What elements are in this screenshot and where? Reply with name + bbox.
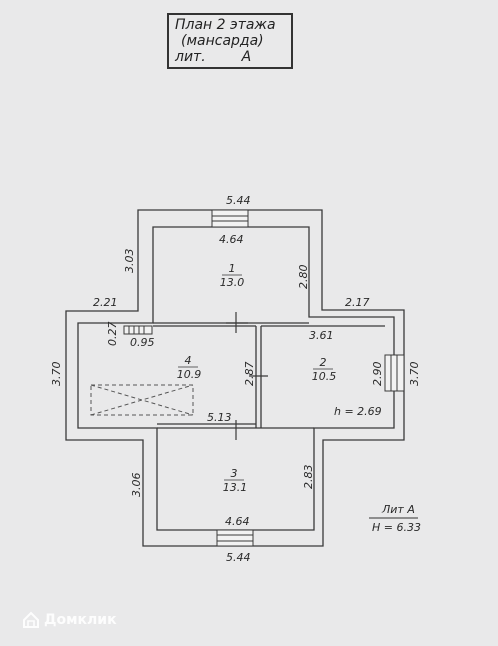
inner-wall bbox=[77, 226, 395, 531]
dim-room1-left-height: 3.03 bbox=[123, 249, 136, 274]
lit-label: лит. bbox=[175, 49, 206, 65]
dim-room3-right-height: 2.83 bbox=[302, 465, 315, 490]
room3-number: 3 bbox=[231, 467, 238, 480]
dim-right-wing-height: 3.70 bbox=[408, 362, 421, 387]
watermark: Домклик bbox=[22, 610, 117, 630]
watermark-text: Домклик bbox=[44, 612, 117, 628]
lit-letter: А bbox=[241, 49, 252, 65]
dim-left-setback: 2.21 bbox=[93, 296, 118, 309]
room3-area: 13.1 bbox=[223, 481, 248, 494]
dim-bottom-width: 5.44 bbox=[226, 551, 251, 564]
room1-area: 13.0 bbox=[220, 276, 245, 289]
plan-title-box: План 2 этажа (мансарда) лит. А bbox=[167, 13, 293, 69]
window-top bbox=[211, 209, 249, 228]
window-bottom bbox=[216, 529, 254, 547]
room2-height-note: h = 2.69 bbox=[334, 405, 382, 418]
dashed-attic-area bbox=[90, 384, 194, 416]
stair-vent bbox=[123, 325, 153, 335]
dim-room1-width: 4.64 bbox=[219, 233, 244, 246]
plan-title-line3: лит. А bbox=[175, 49, 287, 65]
dim-left-small2: 0.95 bbox=[130, 336, 155, 349]
room4-number: 4 bbox=[185, 354, 192, 367]
dim-top-width: 5.44 bbox=[226, 194, 251, 207]
stamp-lit: Лит А bbox=[381, 503, 415, 516]
room4-area: 10.9 bbox=[177, 368, 202, 381]
plan-title-line1: План 2 этажа bbox=[175, 17, 276, 33]
dim-left-wing-height: 3.70 bbox=[50, 362, 63, 387]
plan-title-line2: (мансарда) bbox=[181, 33, 264, 49]
dim-room3-width: 4.64 bbox=[225, 515, 250, 528]
window-right bbox=[384, 354, 405, 392]
dim-room1-right-height: 2.80 bbox=[297, 265, 310, 290]
house-icon bbox=[23, 611, 39, 628]
room2-area: 10.5 bbox=[312, 370, 337, 383]
outer-wall bbox=[65, 209, 405, 547]
stamp-height: H = 6.33 bbox=[372, 521, 421, 534]
room1-number: 1 bbox=[229, 262, 236, 275]
dim-room2-height: 2.90 bbox=[371, 362, 384, 387]
dim-room4-height: 2.87 bbox=[243, 362, 256, 387]
dim-left-small: 0.27 bbox=[106, 322, 119, 347]
dim-middle-width: 5.13 bbox=[207, 411, 232, 424]
room2-number: 2 bbox=[320, 356, 327, 369]
dim-room3-left-height: 3.06 bbox=[130, 473, 143, 498]
dim-right-setback: 2.17 bbox=[345, 296, 370, 309]
dim-room2-width: 3.61 bbox=[309, 329, 334, 342]
